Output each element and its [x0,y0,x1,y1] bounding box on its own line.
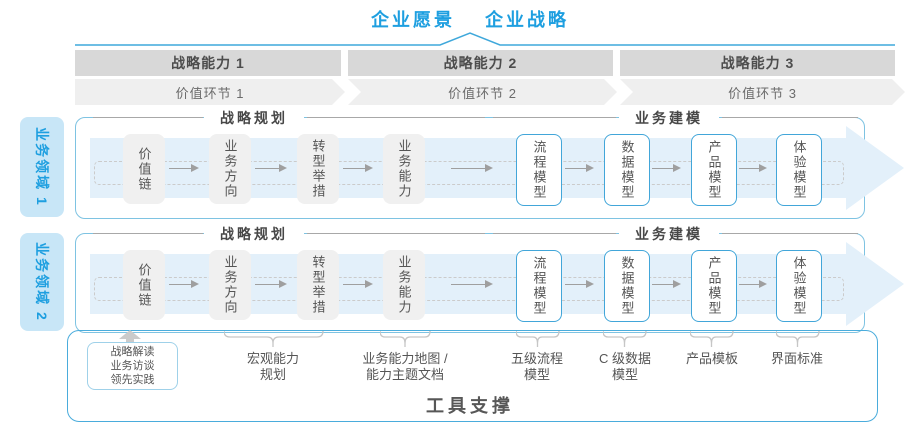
box-label: 价值链 [136,262,152,308]
flow-arrow [169,164,199,172]
box-value-chain: 价值链 [123,134,165,204]
flow-arrow [169,280,199,288]
box-process-model: 流程模型 [516,134,562,206]
box-business-direction: 业务方向 [209,134,251,204]
box-data-model: 数据模型 [604,134,650,206]
box-transformation-initiative: 转型举措 [297,250,339,320]
box-label: 数据模型 [619,256,635,316]
up-arrow-icon [119,330,141,339]
header-line [722,117,858,118]
capability-bar-3: 战略能力 3 [620,50,895,76]
brace-product-template [690,331,734,347]
box-label: 业务能力 [396,255,412,315]
brace-data-model [603,331,647,347]
title-strategy: 企业战略 [485,10,569,30]
planning-header: 战略规划 [204,109,304,127]
flow-arrow [343,280,373,288]
annotation-process-model: 五级流程 模型 [510,351,563,382]
flow-arrow [739,164,767,172]
domain-tab-1-label: 业务领域 1 [34,127,50,207]
dashed-flow-outline [94,277,844,301]
box-value-chain: 价值链 [123,250,165,320]
business-domain-row-2: 战略规划 业务建模 价值链 业务方向 转型举措 业务能力 流程模型 数据模型 产… [75,225,904,333]
box-label: 转型举措 [310,139,326,199]
flow-arrow [451,164,493,172]
box-label: 转型举措 [310,255,326,315]
box-process-model: 流程模型 [516,250,562,322]
box-product-model: 产品模型 [691,250,737,322]
flow-arrow [255,164,287,172]
value-chevron-1: 价值环节 1 [75,79,345,105]
diagram-title: 企业愿景 企业战略 [30,6,910,32]
brace-macro-capability [224,331,324,347]
box-experience-model: 体验模型 [776,250,822,322]
domain-tab-2: 业务领域 2 [20,233,64,331]
dashed-flow-outline [94,161,844,185]
brace-process-model [516,331,560,347]
header-line [493,117,616,118]
flow-arrow [652,280,681,288]
practice-input-box: 战略解读 业务访谈 领先实践 [87,342,178,390]
flow-arrow [451,280,493,288]
domain-tab-2-label: 业务领域 2 [34,242,50,322]
tool-support-container [67,330,878,422]
box-label: 产品模型 [706,256,722,316]
header-line [93,117,203,118]
flow-arrow [739,280,767,288]
brace-capability-map [380,331,431,347]
box-label: 流程模型 [531,256,547,316]
annotation-capability-map: 业务能力地图 / 能力主题文档 [362,351,448,382]
box-business-direction: 业务方向 [209,250,251,320]
flow-arrow [255,280,287,288]
title-vision: 企业愿景 [371,10,455,30]
value-chevron-3: 价值环节 3 [620,79,905,105]
modeling-header: 业务建模 [619,109,719,127]
box-business-capability: 业务能力 [383,250,425,320]
header-line [307,233,485,234]
box-label: 价值链 [136,146,152,192]
tool-support-label: 工具支撑 [426,396,514,416]
value-chevron-2: 价值环节 2 [348,79,617,105]
box-business-capability: 业务能力 [383,134,425,204]
box-transformation-initiative: 转型举措 [297,134,339,204]
up-arrow-icon [126,338,134,343]
modeling-header: 业务建模 [619,225,719,243]
header-line [722,233,858,234]
business-domain-row-1: 战略规划 业务建模 价值链 业务方向 转型举措 业务能力 流程模型 数据模型 产… [75,109,904,219]
box-label: 流程模型 [531,140,547,200]
annotation-data-model: C 级数据 模型 [598,351,651,382]
box-label: 业务方向 [222,255,238,315]
peak-line [75,32,895,46]
box-label: 体验模型 [791,140,807,200]
flow-arrow [343,164,373,172]
box-label: 产品模型 [706,140,722,200]
box-label: 数据模型 [619,140,635,200]
domain-tab-1: 业务领域 1 [20,117,64,217]
capability-bar-1: 战略能力 1 [75,50,341,76]
header-line [93,233,203,234]
flow-band-arrowhead [846,242,904,326]
box-product-model: 产品模型 [691,134,737,206]
planning-header: 战略规划 [204,225,304,243]
box-label: 体验模型 [791,256,807,316]
box-label: 业务方向 [222,139,238,199]
flow-band-arrowhead [846,126,904,210]
flow-arrow [565,164,594,172]
header-line [307,117,485,118]
brace-ui-standard [776,331,820,347]
header-line [493,233,616,234]
box-experience-model: 体验模型 [776,134,822,206]
flow-arrow [565,280,594,288]
capability-bar-2: 战略能力 2 [348,50,613,76]
box-data-model: 数据模型 [604,250,650,322]
flow-arrow [652,164,681,172]
annotation-product-template: 产品模板 [685,351,738,366]
annotation-macro-capability: 宏观能力 规划 [246,351,299,382]
box-label: 业务能力 [396,139,412,199]
annotation-ui-standard: 界面标准 [770,351,823,366]
